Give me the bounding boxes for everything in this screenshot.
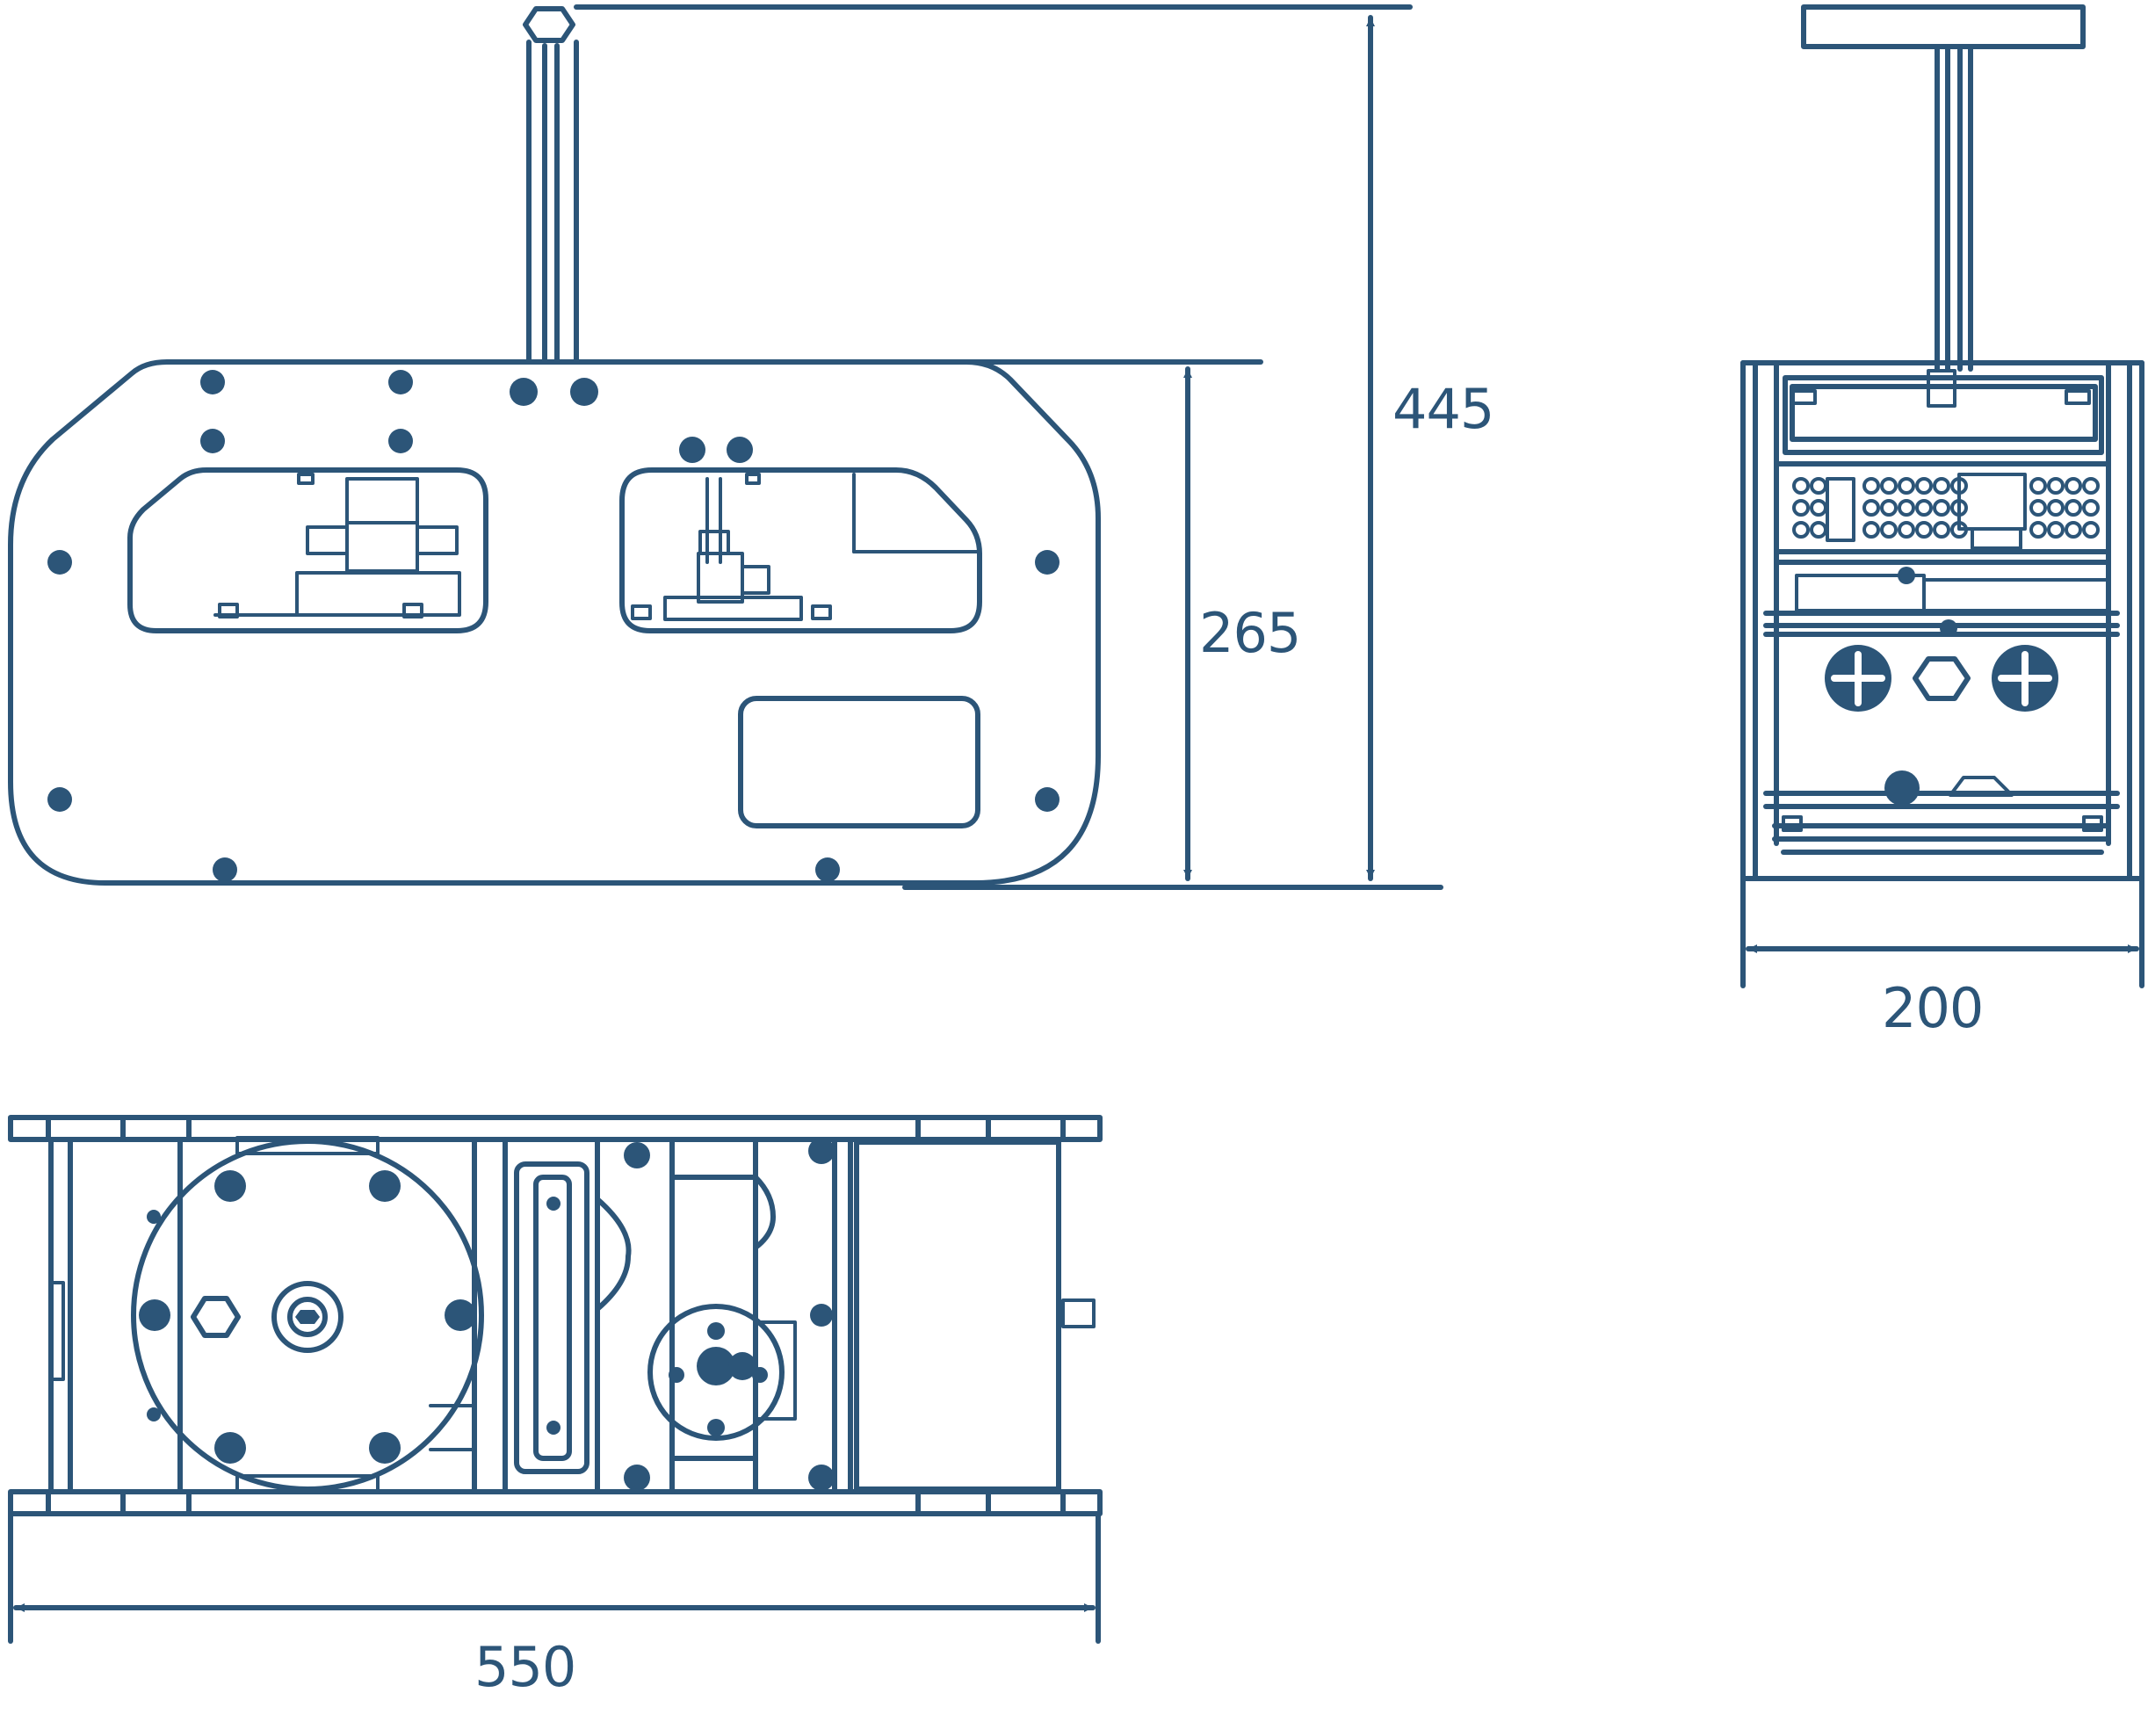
dimension-550	[8, 1511, 1101, 1644]
top-view-gear	[647, 1304, 785, 1441]
front-view-panel	[738, 696, 980, 828]
top-view	[8, 1115, 1103, 1516]
side-view-perforations	[1792, 473, 2100, 550]
dimension-200	[1740, 876, 2144, 988]
front-view-window-right	[619, 467, 982, 633]
front-view-bolts	[47, 370, 1060, 882]
front-view	[8, 6, 1101, 886]
front-view-window-left	[127, 467, 488, 633]
dimension-label-200: 200	[1882, 976, 1984, 1040]
top-view-drum	[131, 1139, 484, 1492]
dimension-445	[574, 4, 1443, 890]
dimension-label-265: 265	[1199, 601, 1301, 665]
side-view	[1740, 4, 2144, 881]
dimension-label-445: 445	[1392, 377, 1494, 441]
dimension-265	[902, 359, 1263, 881]
top-view-bolts	[139, 1138, 835, 1491]
front-view-handle	[523, 6, 579, 363]
dimension-label-550: 550	[474, 1635, 576, 1699]
front-view-body	[8, 359, 1101, 886]
